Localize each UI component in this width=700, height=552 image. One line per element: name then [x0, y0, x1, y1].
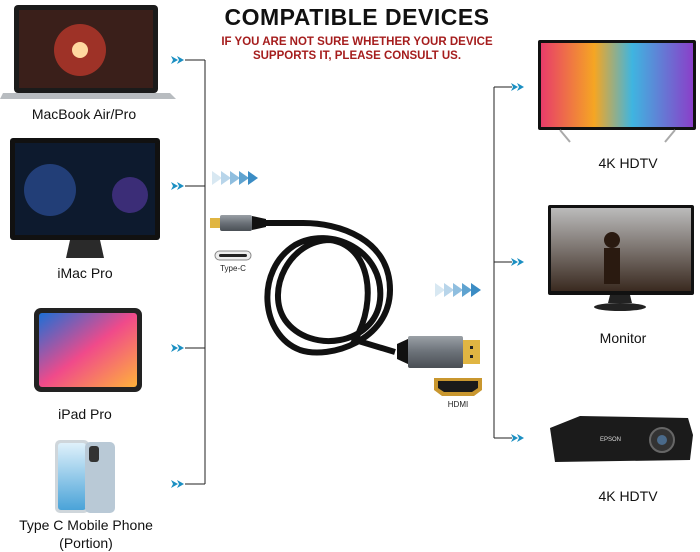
signal-flow-arrows [212, 171, 481, 297]
usb-c-plug [210, 218, 222, 228]
device-label-ipad: iPad Pro [58, 406, 112, 422]
svg-text:EPSON: EPSON [600, 437, 621, 443]
device-label-monitor: Monitor [599, 330, 647, 346]
device-label-imac: iMac Pro [57, 265, 113, 281]
page-title: COMPATIBLE DEVICES [224, 4, 490, 30]
device-label-phone: Type C Mobile Phone [19, 517, 153, 533]
device-label-projector: 4K HDTV [598, 488, 658, 504]
subtitle-line-1: IF YOU ARE NOT SURE WHETHER YOUR DEVICE [221, 36, 493, 48]
usb-c-to-hdmi-cable [210, 215, 482, 396]
projector-icon: EPSON [550, 416, 693, 462]
laptop-icon [0, 5, 176, 99]
hdmi-plug [408, 336, 463, 368]
device-label-phone-note: (Portion) [59, 535, 113, 551]
type-c-label: Type-C [220, 264, 246, 273]
tablet-icon [34, 308, 142, 392]
subtitle-line-2: SUPPORTS IT, PLEASE CONSULT US. [252, 50, 462, 62]
phone-icon [55, 440, 115, 513]
tv-icon [538, 40, 696, 143]
source-connector-lines [185, 59, 512, 485]
monitor-icon [548, 205, 694, 311]
device-label-tv: 4K HDTV [598, 155, 658, 171]
hdmi-label: HDMI [447, 400, 469, 409]
desktop-icon [10, 138, 160, 258]
device-label-macbook: MacBook Air/Pro [31, 106, 137, 122]
